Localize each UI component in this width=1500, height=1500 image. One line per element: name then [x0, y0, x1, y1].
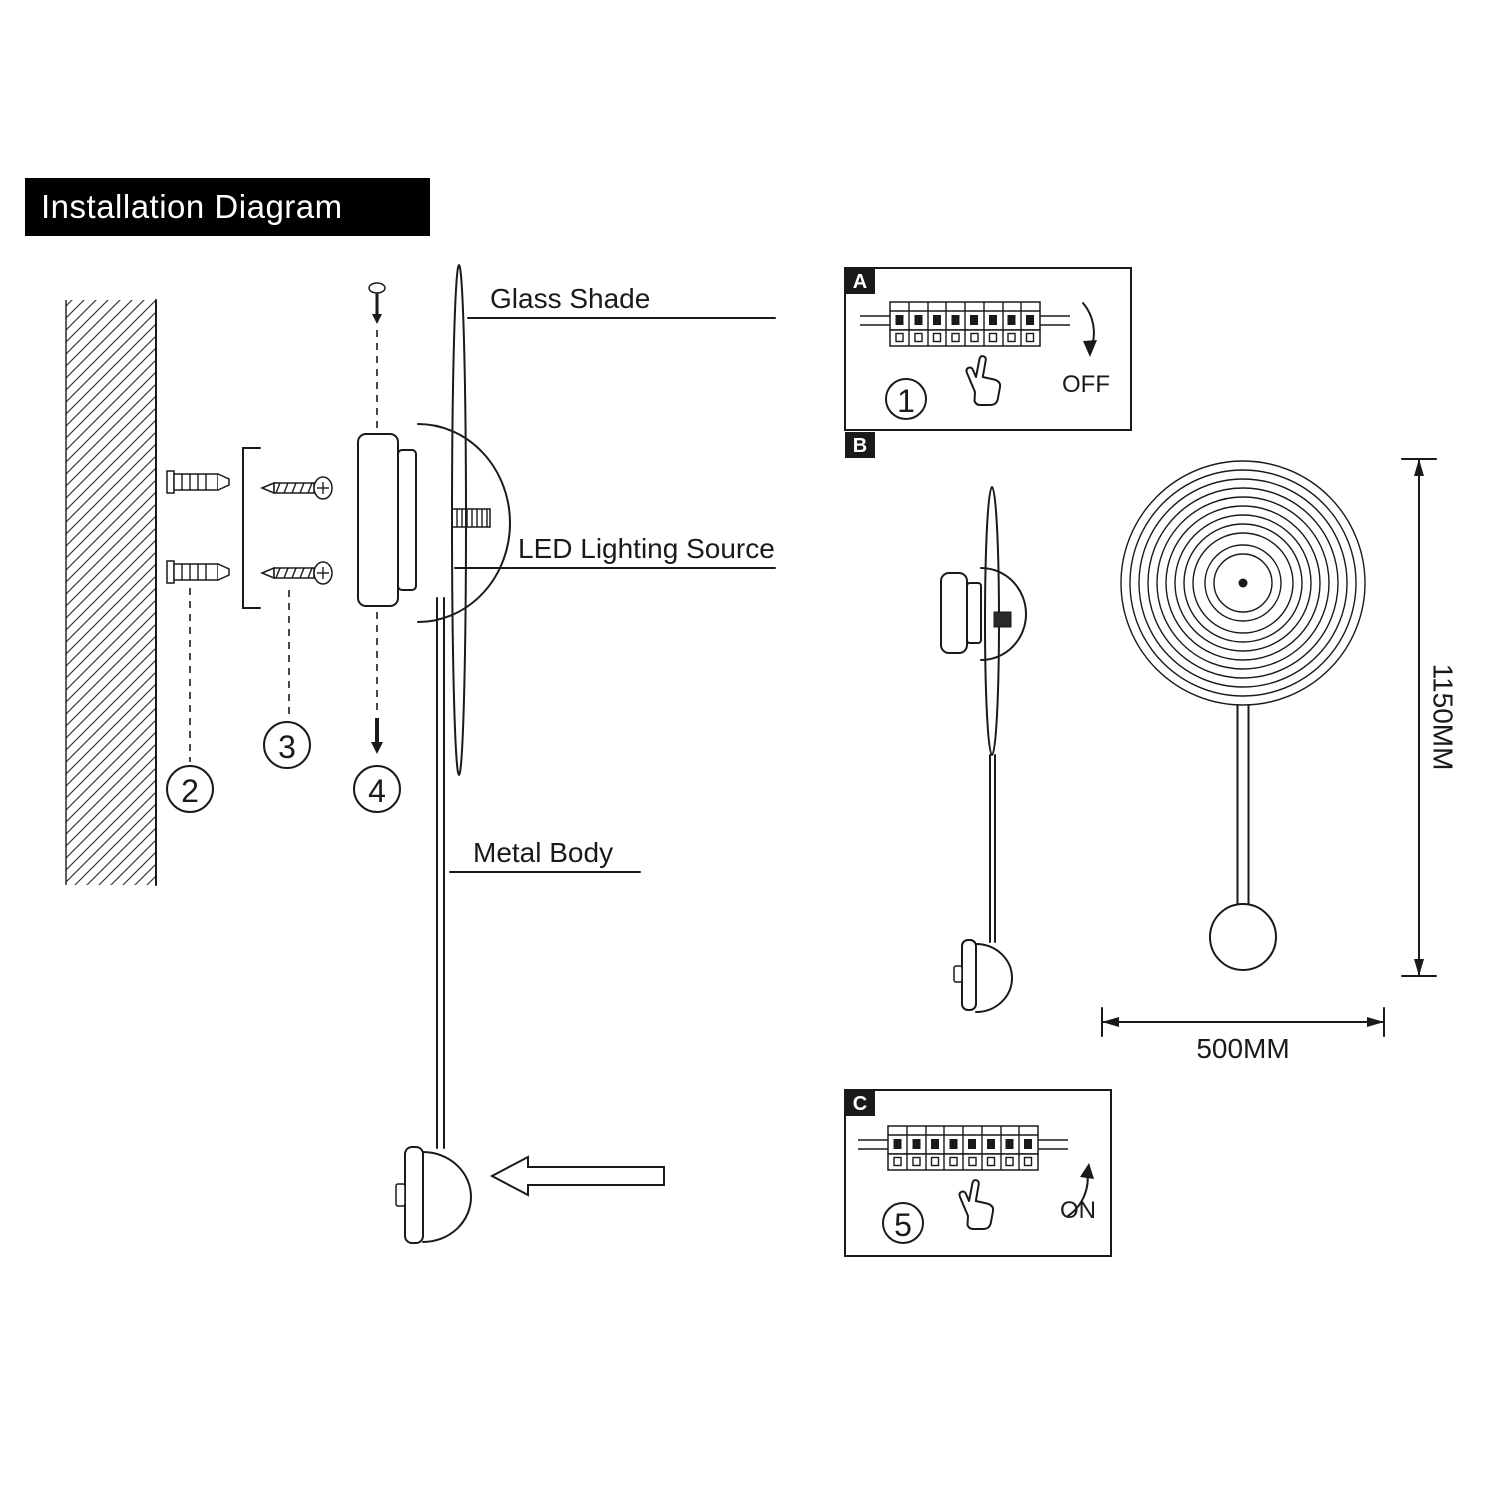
panel-c-letter: C: [853, 1093, 867, 1115]
height-value: 1150MM: [1428, 664, 1459, 771]
step-5-number: 5: [894, 1207, 912, 1243]
panel-c: C ON 5: [844, 1089, 1112, 1257]
step-2-badge: 2: [166, 765, 214, 813]
panel-c-tag: [845, 1090, 875, 1116]
switch-off-label: OFF: [1062, 371, 1110, 398]
switch-on-arrowhead: [1080, 1163, 1094, 1179]
width-value: 500MM: [1196, 1033, 1289, 1064]
step-3-number: 3: [278, 729, 296, 765]
step-1-badge: 1: [885, 378, 927, 420]
wall-section: [65, 299, 157, 886]
glass-shade-side: [451, 264, 467, 776]
step-1-number: 1: [897, 383, 915, 419]
wall-base: [395, 1146, 472, 1244]
metal-body-label: Metal Body: [473, 837, 613, 868]
panel-a: A OFF 1: [844, 267, 1132, 431]
step-2-number: 2: [181, 773, 199, 809]
glass-shade-label: Glass Shade: [490, 283, 650, 314]
panel-b-letter: B: [853, 435, 867, 457]
wall-anchor-bottom: [166, 560, 230, 584]
insert-direction-arrow-icon: [489, 1155, 665, 1197]
panel-b-tag: [845, 432, 875, 458]
step-5-badge: 5: [882, 1202, 924, 1244]
step-3-badge: 3: [263, 721, 311, 769]
lamp-shade-arc: [417, 423, 511, 623]
circuit-breaker-icon-a: [859, 301, 1071, 347]
section-b: B: [845, 432, 1459, 1064]
wall-plate: [357, 433, 399, 607]
mounting-bracket: [242, 447, 261, 609]
height-dimension: 1150MM: [1401, 458, 1459, 977]
step-4-number: 4: [368, 773, 386, 809]
bottom-screw: [371, 718, 383, 754]
switch-off-arrowhead: [1083, 340, 1097, 357]
lamp-side-view: [940, 486, 1027, 1013]
pointing-hand-icon-c: [958, 1179, 995, 1230]
step-4-badge: 4: [353, 765, 401, 813]
metal-body-stem: [436, 597, 445, 1149]
mounting-screw-top: [261, 476, 333, 500]
lamp-front-view: [1120, 460, 1366, 971]
glass-shade-rings: [1120, 460, 1366, 706]
wall-hatching: [66, 300, 156, 885]
glass-shade-callout: Glass Shade: [467, 283, 776, 319]
top-screw: [368, 282, 386, 324]
panel-a-tag: [845, 268, 875, 294]
pendant-ball: [1209, 903, 1277, 971]
mounting-screw-bottom: [261, 561, 333, 585]
led-source-callout: LED Lighting Source: [454, 533, 776, 569]
metal-body-callout: Metal Body: [449, 837, 641, 873]
panel-a-letter: A: [853, 271, 867, 293]
led-source-label: LED Lighting Source: [518, 533, 775, 564]
adjustment-screw: [451, 508, 491, 528]
title-bar: Installation Diagram: [25, 178, 430, 236]
width-dimension: 500MM: [1101, 1007, 1385, 1064]
circuit-breaker-icon-c: [857, 1125, 1069, 1171]
led-module: [397, 449, 417, 591]
panel-c-border: [844, 1089, 1112, 1257]
switch-on-label: ON: [1060, 1197, 1096, 1224]
pointing-hand-icon-a: [965, 355, 1002, 406]
wall-anchor-top: [166, 470, 230, 494]
page-title: Installation Diagram: [41, 188, 343, 225]
panel-a-border: [844, 267, 1132, 431]
